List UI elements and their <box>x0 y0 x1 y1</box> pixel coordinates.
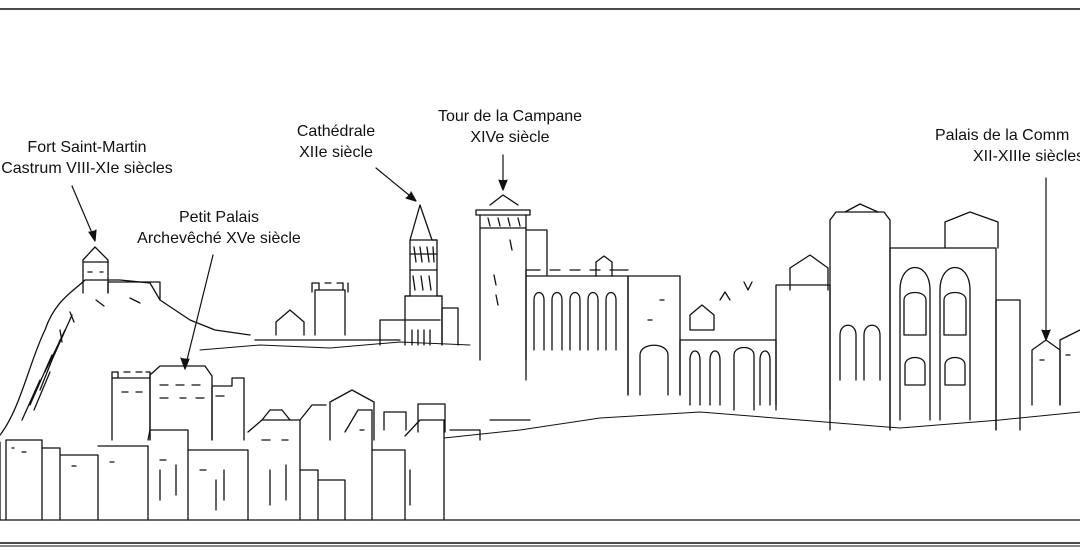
label-cath-line2: XIIe siècle <box>299 144 373 161</box>
rocky-hill <box>0 279 251 436</box>
label-petit-palais: Petit Palais Archevêché XVe siècle <box>126 207 312 249</box>
small-tower <box>254 282 401 341</box>
cathedrale <box>379 204 459 346</box>
papal-palace <box>525 255 777 411</box>
label-cathedrale: Cathédrale XIIe siècle <box>276 121 396 163</box>
right-palace-block <box>775 203 1080 431</box>
label-petit-line1: Petit Palais <box>178 209 260 226</box>
label-tour-line2: XIVe siècle <box>470 129 550 146</box>
label-tour-campane: Tour de la Campane XIVe siècle <box>420 106 600 148</box>
label-palais-communes: Palais de la Comm XII-XIIIe siècles <box>935 125 1080 167</box>
label-pal-line1: Palais de la Comm <box>935 127 1070 144</box>
label-petit-line2: Archevêché XVe siècle <box>137 230 301 247</box>
tour-de-la-campane <box>475 194 548 361</box>
label-pal-line2: XII-XIIIe siècles <box>973 148 1080 165</box>
city-walls-left <box>0 409 1080 521</box>
label-fort-saint-martin: Fort Saint-Martin Castrum VIII-XIe siècl… <box>0 137 180 179</box>
label-fort-line2: Castrum VIII-XIe siècles <box>1 160 173 177</box>
label-cath-line1: Cathédrale <box>296 123 376 140</box>
label-tour-line1: Tour de la Campane <box>437 108 583 125</box>
fort-saint-martin <box>82 246 161 301</box>
pointer-arrows <box>71 154 1051 370</box>
label-fort-line1: Fort Saint-Martin <box>27 139 147 156</box>
petit-palais-towers <box>111 365 245 441</box>
middle-houses <box>261 389 531 441</box>
ground-line <box>199 341 1080 439</box>
